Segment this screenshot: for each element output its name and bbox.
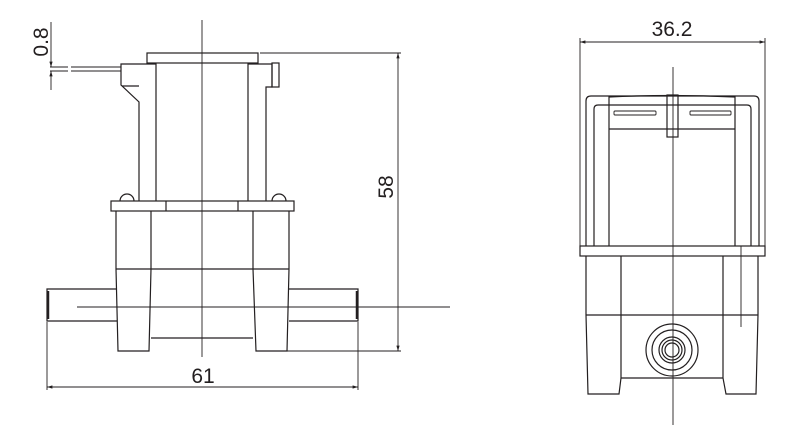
lead-wire [50, 66, 121, 72]
valve-body [585, 246, 759, 395]
coil-frame [585, 94, 760, 246]
dimension-wire-thickness: 0.8 [30, 22, 53, 90]
dimension-width: 36.2 [579, 18, 766, 246]
side-view: 0.8 58 61 [30, 20, 450, 390]
coil [119, 52, 287, 202]
dimension-length: 61 [46, 322, 359, 390]
dim-width-label: 36.2 [652, 18, 693, 41]
pipes [46, 288, 359, 322]
flange [579, 245, 766, 257]
valve-body [115, 211, 290, 352]
dim-height-label: 58 [375, 175, 398, 198]
flange [110, 200, 295, 212]
dim-length-label: 61 [191, 365, 214, 388]
end-view: 36.2 [579, 18, 766, 425]
dimension-height: 58 [260, 52, 401, 352]
dim-wire-thickness-label: 0.8 [30, 27, 53, 56]
port-circles [645, 323, 699, 377]
